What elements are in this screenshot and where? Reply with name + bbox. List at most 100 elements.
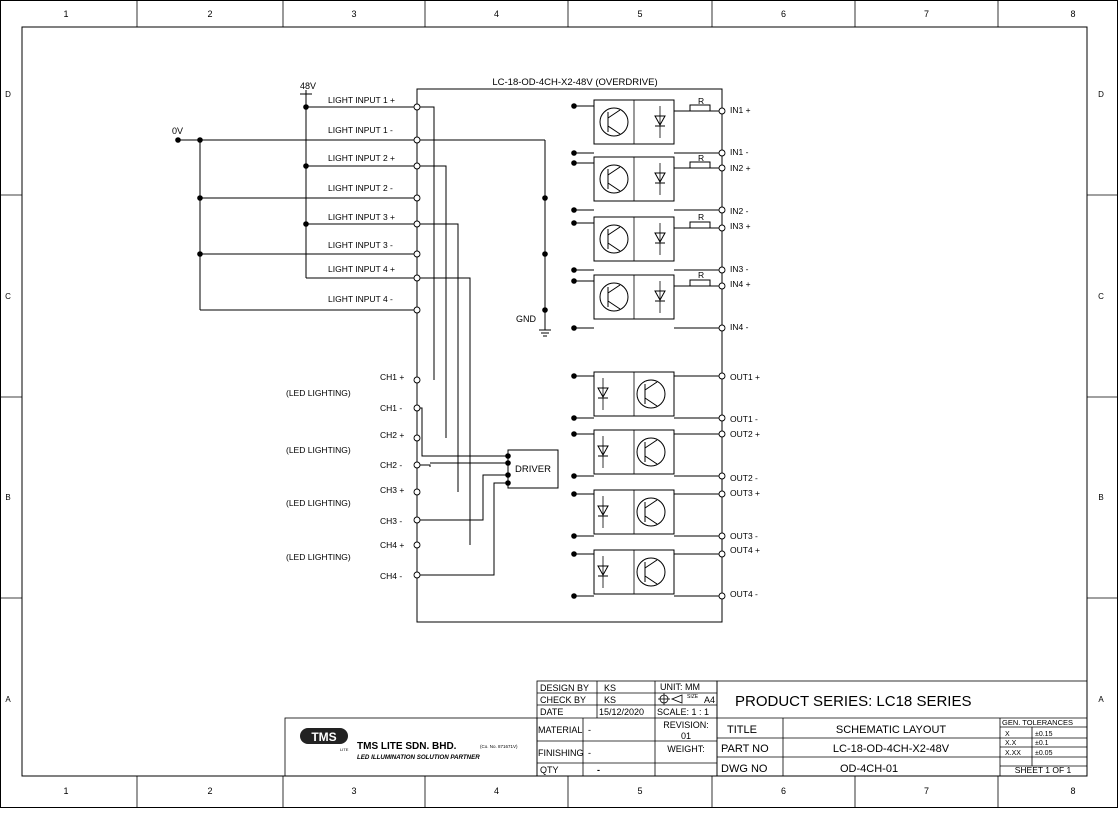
resistor-icon	[689, 161, 711, 169]
scale-value: SCALE: 1 : 1	[657, 707, 709, 717]
wiring	[175, 90, 726, 600]
transistor-collector	[644, 559, 658, 569]
input-terminal-label: IN3 -	[730, 264, 749, 274]
column-label: 1	[63, 9, 68, 19]
wire-segment	[417, 464, 431, 467]
supply-48v-label: 48V	[300, 81, 316, 91]
light-input-label: LIGHT INPUT 4 +	[328, 264, 395, 274]
terminal-pin	[413, 306, 421, 314]
input-optocoupler-icon	[593, 99, 675, 145]
column-label: 6	[781, 9, 786, 19]
finishing-label: FINISHING	[538, 748, 584, 758]
output-terminal-label: OUT2 +	[730, 429, 760, 439]
transistor-collector	[644, 499, 658, 509]
light-input-label: LIGHT INPUT 4 -	[328, 294, 393, 304]
row-label: B	[5, 493, 10, 502]
terminal-pin	[413, 220, 421, 228]
transistor-icon	[599, 164, 629, 194]
input-terminal-label: IN1 +	[730, 105, 751, 115]
junction-dot	[571, 160, 577, 166]
module-title: LC-18-OD-4CH-X2-48V (OVERDRIVE)	[492, 77, 657, 88]
input-optocoupler-icon	[593, 216, 675, 262]
tolerance-key: X.XX	[1005, 750, 1021, 757]
junction-dot	[571, 220, 577, 226]
channel-labels: CH1 + CH1 - CH2 + CH2 - CH3 + CH3 - CH4 …	[286, 372, 404, 581]
qty-value: -	[597, 765, 600, 775]
supply-0v-label: 0V	[172, 126, 183, 136]
terminal-pin	[718, 206, 726, 214]
terminal-pin	[413, 194, 421, 202]
transistor-icon	[599, 282, 629, 312]
output-terminal-label: OUT3 +	[730, 488, 760, 498]
output-terminal-labels: OUT1 + OUT1 - OUT2 + OUT2 - OUT3 + OUT3 …	[730, 372, 760, 599]
terminal-pin	[413, 376, 421, 384]
wire-segment	[417, 165, 447, 438]
input-terminal-label: IN2 -	[730, 206, 749, 216]
terminal-pin	[413, 434, 421, 442]
tolerance-key: X.X	[1005, 740, 1017, 747]
terminal-pin	[718, 324, 726, 332]
part-no-label: PART NO	[721, 743, 769, 755]
column-label: 2	[207, 786, 212, 796]
row-label: D	[5, 90, 11, 99]
transistor-emitter	[607, 182, 621, 192]
wire-segment	[417, 223, 459, 492]
input-terminal-label: IN4 -	[730, 322, 749, 332]
terminal-pin	[413, 488, 421, 496]
resistor-label: R	[698, 153, 704, 163]
channel-label: CH3 -	[380, 516, 402, 526]
transistor-collector	[644, 381, 658, 391]
projection-symbol-icon	[658, 693, 683, 705]
transistor-icon	[636, 437, 666, 467]
logo-sub: LITE	[340, 747, 349, 752]
junction-dot	[542, 195, 548, 201]
junction-dot	[571, 415, 577, 421]
output-optocoupler-icon	[593, 429, 675, 475]
junction-dot	[571, 551, 577, 557]
terminal-pin	[413, 162, 421, 170]
input-optocoupler-icon	[593, 274, 675, 320]
transistor-icon	[599, 224, 629, 254]
transistor-emitter	[607, 242, 621, 252]
light-input-label: LIGHT INPUT 2 -	[328, 183, 393, 193]
material-label: MATERIAL	[538, 725, 582, 735]
gnd-label: GND	[516, 314, 537, 324]
row-label: C	[1098, 292, 1104, 301]
led-lighting-label: (LED LIGHTING)	[286, 498, 351, 508]
size-label: SIZE	[687, 694, 699, 700]
light-input-label: LIGHT INPUT 1 -	[328, 125, 393, 135]
title-label: TITLE	[727, 724, 757, 736]
junction-dot	[542, 251, 548, 257]
company-logo: TMS LITE	[300, 728, 349, 752]
column-label: 4	[494, 786, 499, 796]
qty-label: QTY	[540, 765, 559, 775]
resistor-icon	[689, 279, 711, 287]
input-terminal-labels: IN1 + IN1 - IN2 + IN2 - IN3 + IN3 - IN4 …	[730, 105, 751, 332]
transistor-collector	[607, 109, 621, 119]
channel-label: CH3 +	[380, 485, 404, 495]
junction-dot	[571, 373, 577, 379]
company-tagline: LED ILLUMINATION SOLUTION PARTNER	[357, 754, 480, 761]
row-label: C	[5, 292, 11, 301]
transistor-icon	[636, 557, 666, 587]
terminal-pin	[413, 571, 421, 579]
resistor-label: R	[698, 270, 704, 280]
junction-dot	[571, 431, 577, 437]
row-label: A	[5, 695, 11, 704]
transistor-emitter	[644, 455, 658, 465]
resistor-labels: R R R R	[698, 96, 704, 280]
terminal-pin	[718, 490, 726, 498]
output-terminal-label: OUT4 +	[730, 545, 760, 555]
column-label: 5	[637, 786, 642, 796]
company-reg: (Co. No. 871671V)	[480, 744, 518, 749]
column-label: 6	[781, 786, 786, 796]
junction-dot	[571, 207, 577, 213]
light-input-label: LIGHT INPUT 3 -	[328, 240, 393, 250]
company-name: TMS LITE SDN. BHD.	[357, 741, 457, 752]
junction-dot	[571, 473, 577, 479]
terminal-pin	[718, 592, 726, 600]
driver-label: DRIVER	[515, 464, 551, 475]
check-by-value: KS	[604, 695, 616, 705]
